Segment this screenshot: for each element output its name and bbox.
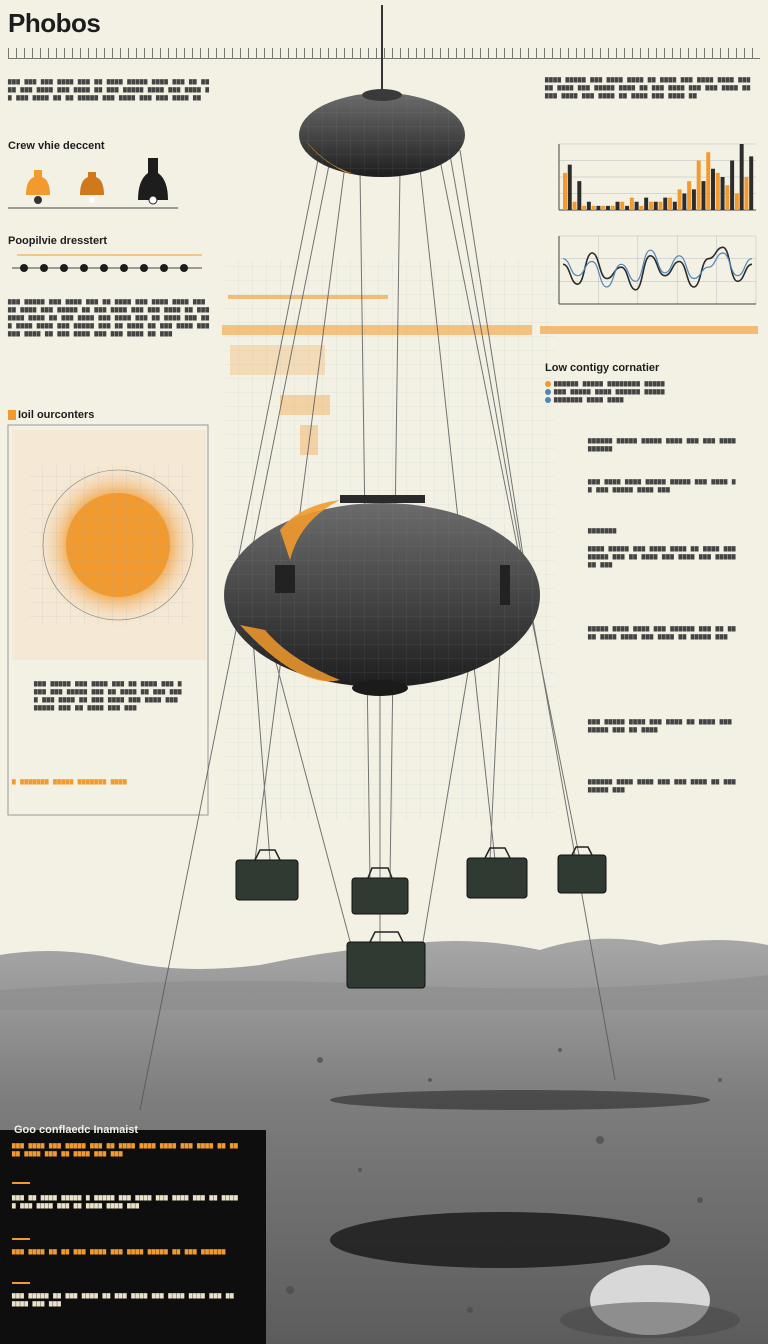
dot-icon [60,264,68,272]
bar [644,197,649,210]
bar [730,160,735,210]
dot-icon [100,264,108,272]
capsule-icon [26,170,50,204]
bar [715,172,720,210]
top-ruler [8,48,760,59]
dot-icon [180,264,188,272]
bar [572,201,577,210]
low-gravity-list: ▆▆▆▆▆▆ ▆▆▆▆▆ ▆▆▆▆▆▆▆▆ ▆▆▆▆▆▆▆▆ ▆▆▆▆▆ ▆▆▆… [545,380,745,404]
crew-descent-title: Crew vhie deccent [8,140,105,152]
series-line [562,246,753,291]
bottom-text-1: ▆▆▆ ▆▆▆▆ ▆▆▆ ▆▆▆▆▆ ▆▆▆ ▆▆ ▆▆▆▆ ▆▆▆▆ ▆▆▆▆… [12,1142,239,1157]
divider [12,1238,30,1240]
bar-chart [558,143,756,211]
bottom-text-4: ▆▆▆ ▆▆▆▆▆ ▆▆ ▆▆▆ ▆▆▆▆ ▆▆ ▆▆▆ ▆▆▆▆ ▆▆▆ ▆▆… [12,1292,235,1307]
bar [734,193,739,210]
bar [591,205,596,210]
landing-centers-title: Ioil ourconters [18,409,95,421]
bar [720,177,725,210]
capsule-icon [138,158,168,205]
low-gravity-title: Low contigy cornatier [545,362,660,374]
annotation-5: ▆▆▆▆▆ ▆▆▆▆ ▆▆▆▆ ▆▆▆ ▆▆▆▆▆▆ ▆▆▆ ▆▆ ▆▆▆▆ ▆… [588,625,737,640]
bar [596,205,601,210]
dot-icon [120,264,128,272]
bar [687,181,692,210]
annotation-7: ▆▆▆▆▆▆ ▆▆▆▆ ▆▆▆▆ ▆▆▆ ▆▆▆ ▆▆▆▆ ▆▆ ▆▆▆ ▆▆▆… [588,778,737,793]
bar [744,177,749,210]
bottom-text-2: ▆▆▆ ▆▆ ▆▆▆▆ ▆▆▆▆▆ ▆ ▆▆▆▆▆ ▆▆▆ ▆▆▆▆ ▆▆▆ ▆… [12,1194,239,1209]
bottom-info-panel: Goo conflaedc Inamaist ▆▆▆ ▆▆▆▆ ▆▆▆ ▆▆▆▆… [0,1124,266,1344]
line-chart [558,235,757,305]
dot-icon [40,264,48,272]
bar [615,201,620,210]
bar [625,205,630,210]
bar [582,205,587,210]
dot-icon [545,396,551,403]
bottom-text-3: ▆▆▆ ▆▆▆▆ ▆▆ ▆▆ ▆▆▆ ▆▆▆▆ ▆▆▆ ▆▆▆▆ ▆▆▆▆▆ ▆… [12,1248,226,1255]
annotation-6: ▆▆▆ ▆▆▆▆▆ ▆▆▆▆ ▆▆▆ ▆▆▆▆ ▆▆ ▆▆▆▆ ▆▆▆ ▆▆▆▆… [588,718,732,733]
divider [12,1182,30,1184]
bar [639,205,644,210]
dot-icon [20,264,28,272]
bar [677,189,682,210]
bar [696,160,701,210]
propulsive-timeline [12,254,202,272]
bar [620,201,625,210]
bar [610,205,615,210]
annotation-4: ▆▆▆▆ ▆▆▆▆▆ ▆▆▆ ▆▆▆▆ ▆▆▆▆ ▆▆ ▆▆▆▆ ▆▆▆ ▆▆▆… [588,545,737,568]
annotation-2: ▆▆▆ ▆▆▆▆ ▆▆▆▆ ▆▆▆▆▆ ▆▆▆▆▆ ▆▆▆ ▆▆▆▆ ▆▆ ▆▆… [588,478,737,493]
bar [563,172,567,210]
bar [711,168,715,210]
bar [634,201,639,210]
landing-text-block: ▆▆▆ ▆▆▆▆▆ ▆▆▆ ▆▆▆▆ ▆▆▆ ▆▆ ▆▆▆▆ ▆▆▆ ▆▆▆▆ … [34,680,183,711]
page-title: Phobos [8,8,101,38]
bar [601,205,606,210]
bar [739,144,744,210]
annotation-3: ▆▆▆▆▆▆▆ [588,527,617,534]
propulsive-text-block: ▆▆▆ ▆▆▆▆▆ ▆▆▆ ▆▆▆▆ ▆▆▆ ▆▆ ▆▆▆▆ ▆▆▆ ▆▆▆▆ … [8,298,210,337]
bar [605,205,610,210]
bar [749,156,754,210]
bar [567,164,572,210]
annotation-1: ▆▆▆▆▆▆ ▆▆▆▆▆ ▆▆▆▆▆ ▆▆▆▆ ▆▆▆ ▆▆▆ ▆▆▆▆ ▆▆▆… [588,437,737,452]
landing-footnote: ▆ ▆▆▆▆▆▆▆ ▆▆▆▆▆ ▆▆▆▆▆▆▆ ▆▆▆▆ [12,778,128,785]
bar [725,185,730,210]
intro-text-block: ▆▆▆ ▆▆▆ ▆▆▆ ▆▆▆▆ ▆▆▆ ▆▆ ▆▆▆▆ ▆▆▆▆▆ ▆▆▆▆ … [8,78,210,101]
bar [682,193,687,210]
dot-icon [140,264,148,272]
right-text-block: ▆▆▆▆ ▆▆▆▆▆ ▆▆▆ ▆▆▆▆ ▆▆▆▆ ▆▆ ▆▆▆▆ ▆▆▆ ▆▆▆… [545,76,751,99]
bar [668,197,673,210]
bar [629,197,634,210]
bar [653,201,658,210]
divider [12,1282,30,1284]
dot-icon [545,388,551,395]
propulsive-title: Poopilvie dresstert [8,235,108,247]
bar [691,189,696,210]
dot-icon [80,264,88,272]
bar [706,152,711,210]
bar [701,181,706,210]
dot-icon [160,264,168,272]
dot-icon [545,380,551,387]
section-marker [8,410,16,420]
descent-capsule-row [8,158,178,209]
bar [586,201,591,210]
bottom-panel-title: Goo conflaedc Inamaist [14,1124,139,1136]
bar [663,197,668,210]
bar [658,201,663,210]
bar [648,201,653,210]
capsule-icon [80,172,104,203]
bar [672,201,677,210]
series-line [562,249,753,288]
bar [577,181,582,210]
